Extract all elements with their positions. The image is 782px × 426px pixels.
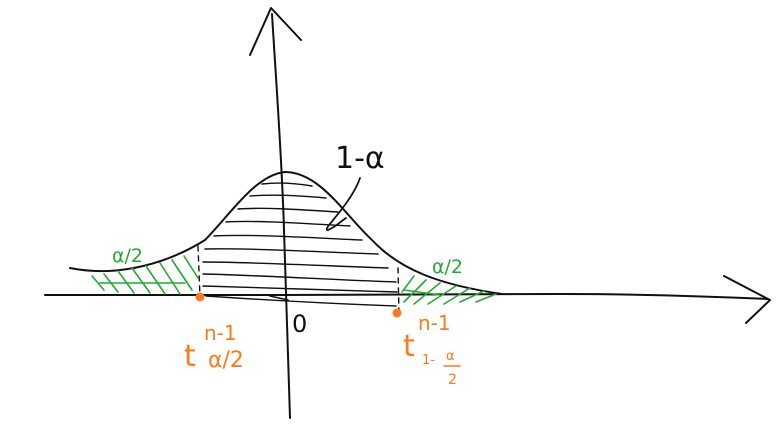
right-tail-hatching <box>401 275 497 305</box>
origin-tick <box>269 295 289 301</box>
right-critical-base: t <box>403 329 415 364</box>
right-critical-sub-num: α <box>446 349 455 364</box>
right-critical-sup: n-1 <box>418 311 451 335</box>
x-axis-line <box>44 293 769 300</box>
right-critical-sub-den: 2 <box>448 372 457 388</box>
origin-label: 0 <box>292 310 307 338</box>
left-critical-sub: α/2 <box>208 348 244 373</box>
right-critical-point <box>392 308 402 318</box>
bell-curve <box>69 171 503 295</box>
left-tail-label: α/2 <box>112 245 143 267</box>
center-region-hatching <box>202 182 398 307</box>
left-tail-hatching <box>91 255 199 295</box>
left-critical-point <box>195 292 205 302</box>
right-tail-label: α/2 <box>432 256 463 278</box>
right-critical-sub-prefix: 1- <box>422 353 435 368</box>
y-axis-arrowhead <box>249 7 302 56</box>
left-critical-boundary <box>197 245 201 298</box>
center-region-label: 1-α <box>335 141 385 176</box>
left-critical-sup: n-1 <box>204 321 237 345</box>
center-label-pointer <box>325 177 361 231</box>
x-axis-arrowhead <box>723 275 771 324</box>
y-axis-line <box>271 13 291 419</box>
left-critical-base: t <box>184 339 196 374</box>
right-critical-boundary <box>397 267 400 315</box>
